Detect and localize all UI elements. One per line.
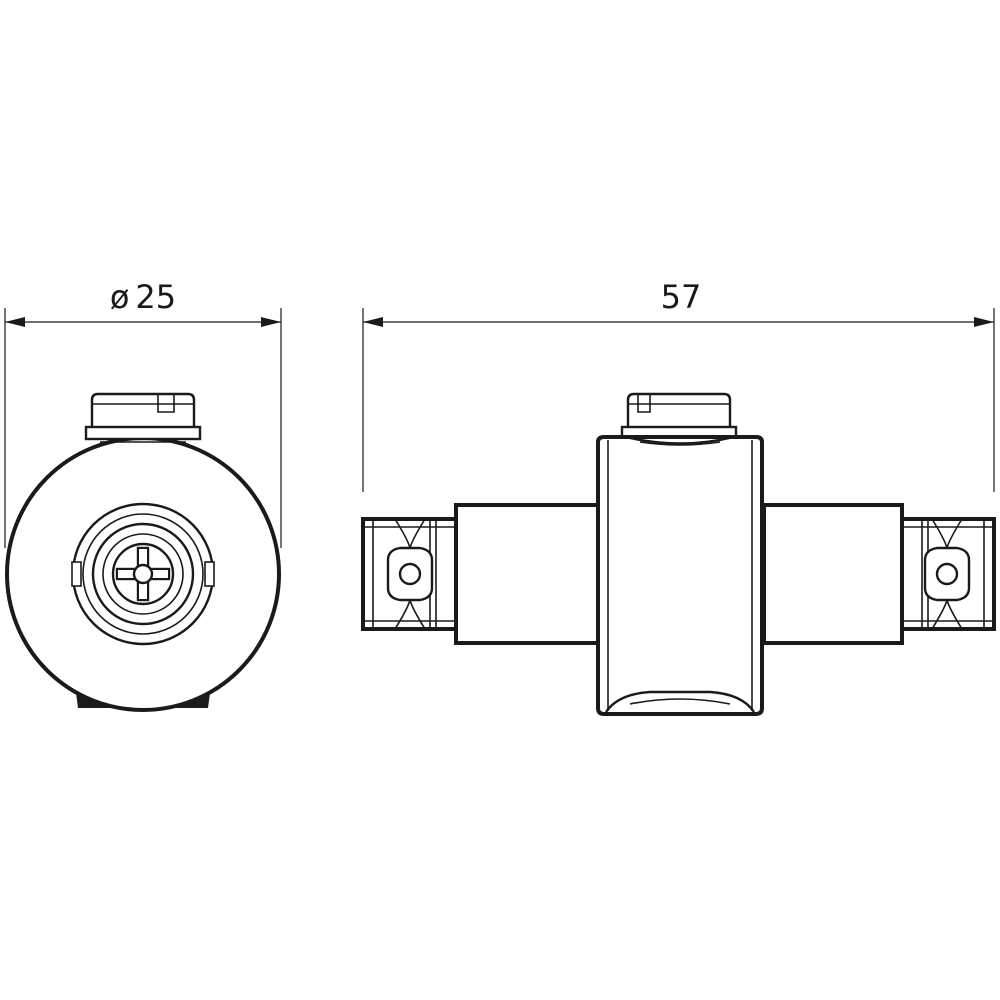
end-view xyxy=(5,392,281,712)
side-view-left-connector xyxy=(361,517,458,631)
end-view-connector-ring-2 xyxy=(82,513,204,635)
end-view-lug-right xyxy=(204,561,215,587)
side-view-right-connector xyxy=(900,517,996,631)
end-view-terminal-notch xyxy=(157,394,175,413)
central-housing-bottom-groove xyxy=(605,690,755,713)
side-view-central-housing xyxy=(596,435,764,716)
length-label: 57 xyxy=(661,278,702,316)
length-dimension: 57 xyxy=(362,278,995,492)
side-terminal-neck xyxy=(626,392,732,427)
end-view-connector-ring-3 xyxy=(91,522,195,626)
end-view-center-pin xyxy=(132,563,154,585)
end-view-terminal-flange xyxy=(84,425,202,441)
central-housing-outline xyxy=(596,435,764,716)
right-connector-pin xyxy=(935,562,959,586)
side-view-right-sleeve xyxy=(762,503,904,645)
diameter-value: 25 xyxy=(135,278,176,316)
end-view-lug-left xyxy=(71,561,82,587)
end-view-terminal-neck xyxy=(90,392,196,427)
end-view-connector-ring-4 xyxy=(102,533,184,615)
central-housing-top-groove xyxy=(625,435,735,445)
left-connector-pin xyxy=(398,562,422,586)
end-view-connector-ring-inner xyxy=(111,542,175,606)
side-view-terminal xyxy=(620,392,738,441)
diameter-symbol: ø xyxy=(110,278,130,316)
side-view xyxy=(361,392,996,716)
side-view-left-sleeve xyxy=(454,503,600,645)
